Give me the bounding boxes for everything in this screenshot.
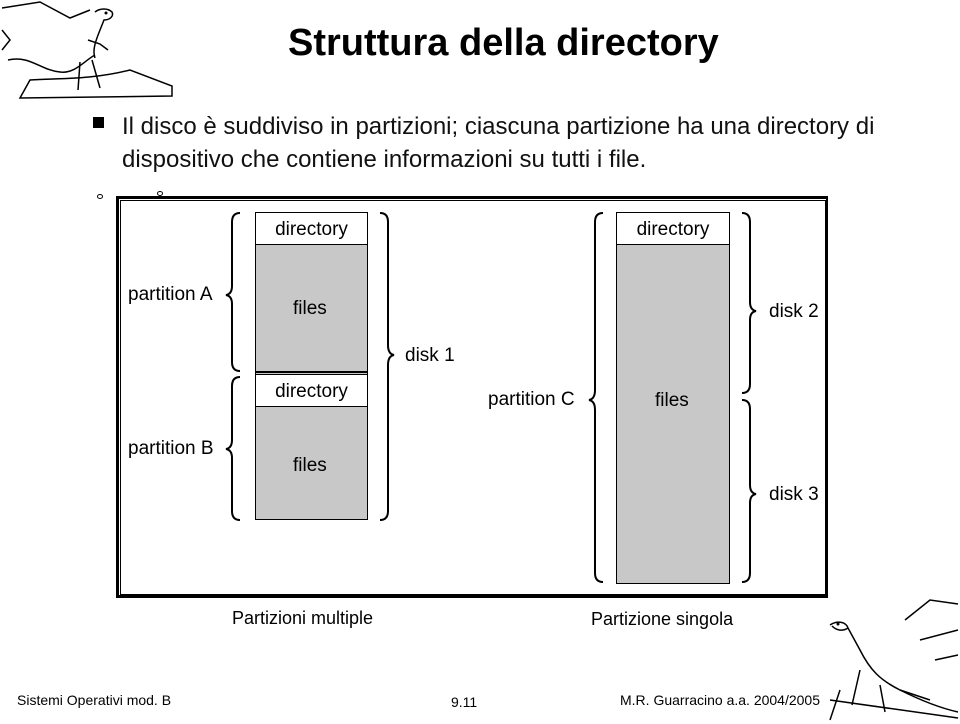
slide-title: Struttura della directory <box>288 22 719 64</box>
label-disk-2: disk 2 <box>769 301 819 322</box>
caption-multiple-partitions: Partizioni multiple <box>232 608 374 628</box>
partition-b-directory: directory <box>255 374 368 407</box>
label-partition-b: partition B <box>128 438 214 459</box>
diagram-inner-border <box>120 200 826 595</box>
partition-c-files: files <box>655 390 689 411</box>
stray-mark <box>157 191 163 196</box>
footer-course: Sistemi Operativi mod. B <box>17 692 172 708</box>
dinosaur-logo-top <box>1 1 173 99</box>
label-partition-c: partition C <box>488 389 575 410</box>
label-disk-3: disk 3 <box>769 484 819 505</box>
caption-single-partition: Partizione singola <box>591 609 734 629</box>
footer-author: M.R. Guarracino a.a. 2004/2005 <box>620 692 821 708</box>
label-partition-a: partition A <box>128 284 213 305</box>
partition-a-files: files <box>293 298 327 319</box>
partition-a-directory: directory <box>255 212 368 245</box>
stray-mark <box>97 194 103 199</box>
footer-page-number: 9.11 <box>451 694 478 710</box>
bullet-square-icon <box>93 117 104 128</box>
partition-b-files: files <box>293 455 327 476</box>
label-disk-1: disk 1 <box>405 345 455 366</box>
bullet-text: Il disco è suddiviso in partizioni; cias… <box>122 113 875 173</box>
partition-c-directory: directory <box>616 212 730 245</box>
